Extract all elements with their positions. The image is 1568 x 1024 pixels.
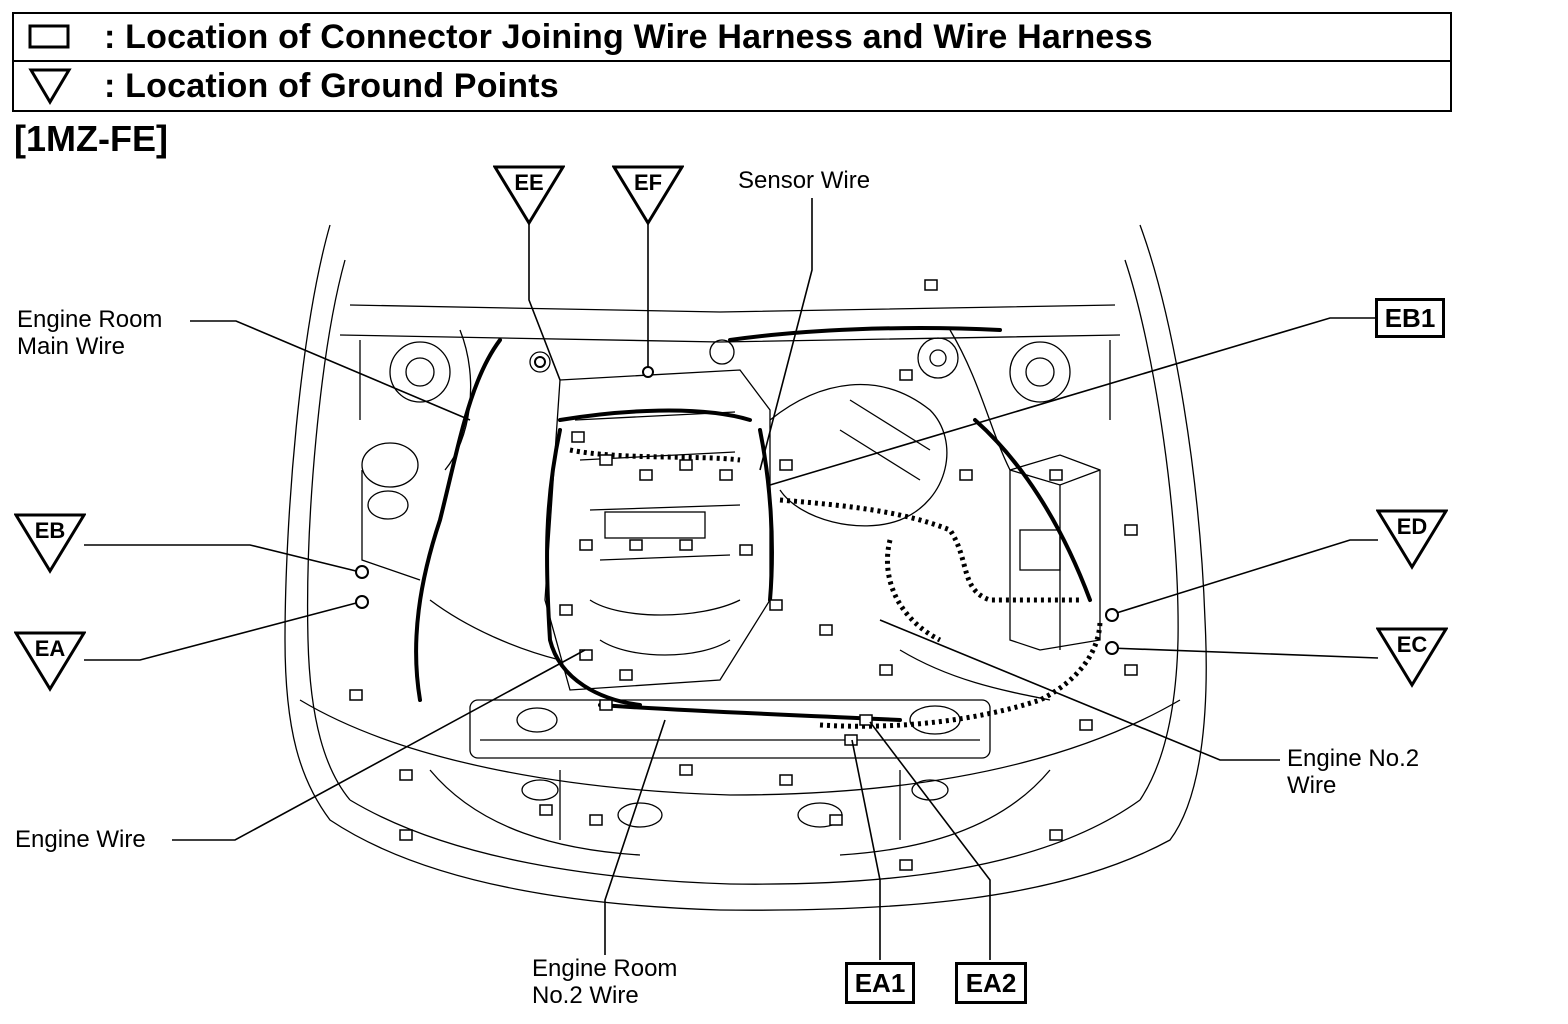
label-sensor-wire: Sensor Wire (738, 167, 871, 194)
ground-point-ee: EE (493, 164, 565, 226)
ground-label-ef: EF (633, 170, 663, 195)
ground-point-ed: ED (1376, 508, 1448, 570)
ground-label-ec: EC (1396, 632, 1428, 657)
label-engine-room-main-wire: Engine Room Main Wire (17, 306, 163, 360)
ground-point-ea: EA (14, 630, 86, 692)
ground-symbol-icon (14, 62, 104, 110)
ground-triangle-icon (1376, 627, 1448, 688)
engine-code-title: [1MZ-FE] (14, 118, 168, 159)
label-engine-wire: Engine Wire (15, 826, 146, 853)
ground-triangle-icon (14, 513, 86, 574)
ground-point-ec: EC (1376, 626, 1448, 688)
legend-ground-row: : Location of Ground Points (12, 62, 1452, 112)
connector-symbol-icon (14, 14, 104, 60)
legend-connector-text: : Location of Connector Joining Wire Har… (104, 17, 1153, 56)
ground-point-ef: EF (612, 164, 684, 226)
connector-ea2: EA2 (955, 962, 1027, 1004)
legend-connector-row: : Location of Connector Joining Wire Har… (12, 12, 1452, 62)
connector-ea1: EA1 (845, 962, 915, 1004)
ground-triangle-icon (1376, 509, 1448, 570)
ground-label-eb: EB (34, 518, 66, 543)
label-engine-no2-wire: Engine No.2 Wire (1287, 745, 1420, 799)
ground-point-eb: EB (14, 512, 86, 574)
connector-eb1: EB1 (1375, 298, 1445, 338)
ground-label-ea: EA (34, 636, 66, 661)
ground-triangle-icon (493, 165, 565, 226)
ground-label-ed: ED (1396, 514, 1428, 539)
ground-triangle-icon (612, 165, 684, 226)
label-engine-room-no2-wire: Engine Room No.2 Wire (532, 955, 678, 1009)
ground-label-ee: EE (514, 170, 544, 195)
legend-ground-text: : Location of Ground Points (104, 66, 559, 105)
ground-triangle-icon (14, 631, 86, 692)
